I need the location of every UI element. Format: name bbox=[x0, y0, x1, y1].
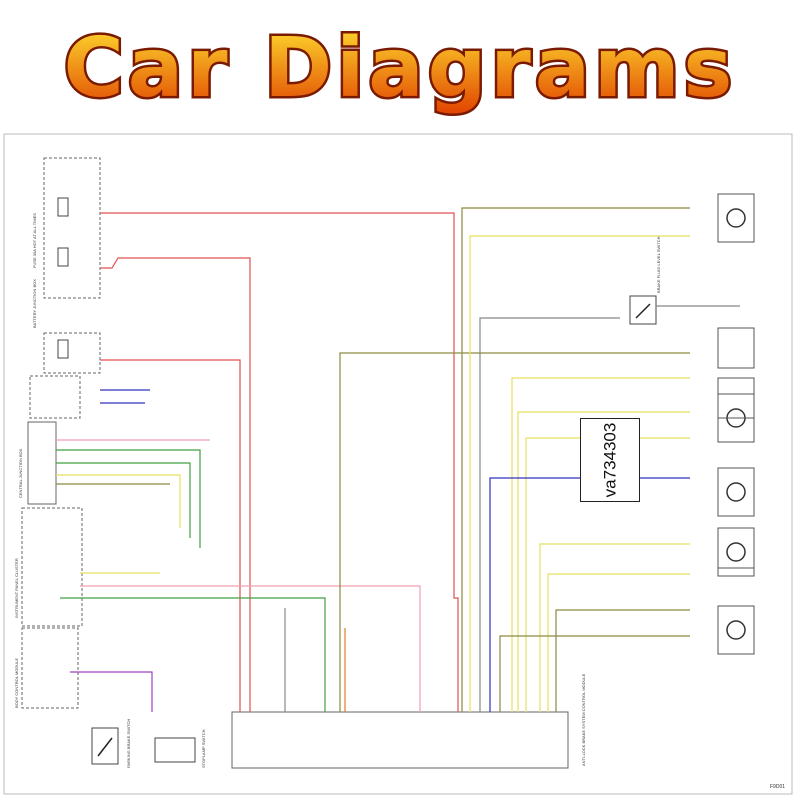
brake-fluid-contact bbox=[635, 303, 651, 319]
wire-pink-2 bbox=[80, 585, 421, 712]
parking-brake-label: PARKING BRAKE SWITCH bbox=[126, 719, 131, 768]
fuse-box-lower bbox=[43, 332, 101, 374]
fuse-label-upper: FUSE 30A HOT AT ALL TIMES bbox=[32, 213, 37, 268]
rf-sensor-symbol bbox=[717, 193, 755, 243]
extra-sensor-symbol bbox=[717, 605, 755, 655]
smart-junction-label: BODY CONTROL MODULE bbox=[14, 658, 19, 708]
wire-olive-3 bbox=[461, 207, 690, 712]
banner-graphic: Car Diagrams bbox=[61, 19, 737, 119]
fuse-stub-3 bbox=[57, 339, 69, 359]
stoplamp-label: STOPLAMP SWITCH bbox=[201, 729, 206, 768]
part-number-text: va734303 bbox=[600, 422, 619, 498]
wire-yellow-3 bbox=[469, 235, 690, 712]
wire-olive-2 bbox=[339, 352, 690, 712]
wire-yellow-7 bbox=[539, 543, 690, 712]
wire-olive-4 bbox=[555, 609, 690, 712]
lr-sensor-symbol bbox=[717, 527, 755, 577]
instrument-cluster-box bbox=[21, 507, 83, 627]
figure-id: F9D01 bbox=[770, 784, 785, 790]
cluster-label: INSTRUMENT PANEL CLUSTER bbox=[14, 558, 19, 618]
smart-junction-box bbox=[21, 627, 79, 709]
diagram-frame bbox=[3, 133, 793, 795]
brake-pad-box-1 bbox=[717, 327, 755, 369]
wiring-diagram: FUSE 30A HOT AT ALL TIMES BATTERY JUNCTI… bbox=[0, 128, 800, 800]
fuse-label-mid: BATTERY JUNCTION BOX bbox=[32, 279, 37, 328]
fuse-stub-1 bbox=[57, 197, 69, 217]
banner-title: Car Diagrams bbox=[64, 21, 737, 116]
wire-blue-3 bbox=[489, 477, 690, 712]
wires bbox=[56, 207, 740, 712]
lf-sensor-symbol bbox=[717, 467, 755, 517]
fuse-stub-2 bbox=[57, 247, 69, 267]
wire-red-3 bbox=[100, 359, 241, 712]
brake-fluid-switch bbox=[629, 295, 657, 325]
wire-red-2 bbox=[100, 257, 251, 712]
wire-green-2 bbox=[56, 462, 191, 538]
wire-violet-1 bbox=[70, 671, 153, 712]
wire-green-1 bbox=[56, 449, 201, 548]
fuse-box-upper bbox=[43, 157, 101, 299]
wire-gray-1 bbox=[479, 317, 620, 712]
wiring-diagram-svg: FUSE 30A HOT AT ALL TIMES BATTERY JUNCTI… bbox=[3, 133, 793, 795]
parking-brake-switch bbox=[91, 727, 119, 765]
title-banner: Car Diagrams bbox=[0, 0, 800, 128]
wire-yellow-5 bbox=[517, 411, 690, 712]
parking-brake-contact bbox=[97, 737, 113, 757]
brake-pad-box-3 bbox=[717, 527, 755, 569]
ignition-switch-box bbox=[29, 375, 81, 419]
brake-fluid-label: BRAKE FLUID LEVEL SWITCH bbox=[656, 236, 661, 293]
wire-yellow-1 bbox=[56, 474, 181, 528]
abs-module-label: ANTI-LOCK BRAKE SYSTEM CONTROL MODULE bbox=[581, 673, 586, 766]
wire-green-3 bbox=[60, 597, 326, 712]
part-number-text-wrap: va734303 bbox=[581, 419, 639, 501]
brake-pad-box-2 bbox=[717, 377, 755, 419]
part-number-callout: va734303 bbox=[580, 418, 640, 502]
wire-yellow-8 bbox=[547, 573, 690, 712]
stoplamp-switch bbox=[154, 737, 196, 763]
central-junction-box bbox=[27, 421, 57, 505]
junction-label: CENTRAL JUNCTION BOX bbox=[18, 448, 23, 498]
wire-yellow-4 bbox=[511, 377, 690, 712]
wire-olive-5 bbox=[499, 635, 690, 712]
abs-module bbox=[231, 711, 569, 769]
wire-red-1 bbox=[100, 212, 459, 712]
